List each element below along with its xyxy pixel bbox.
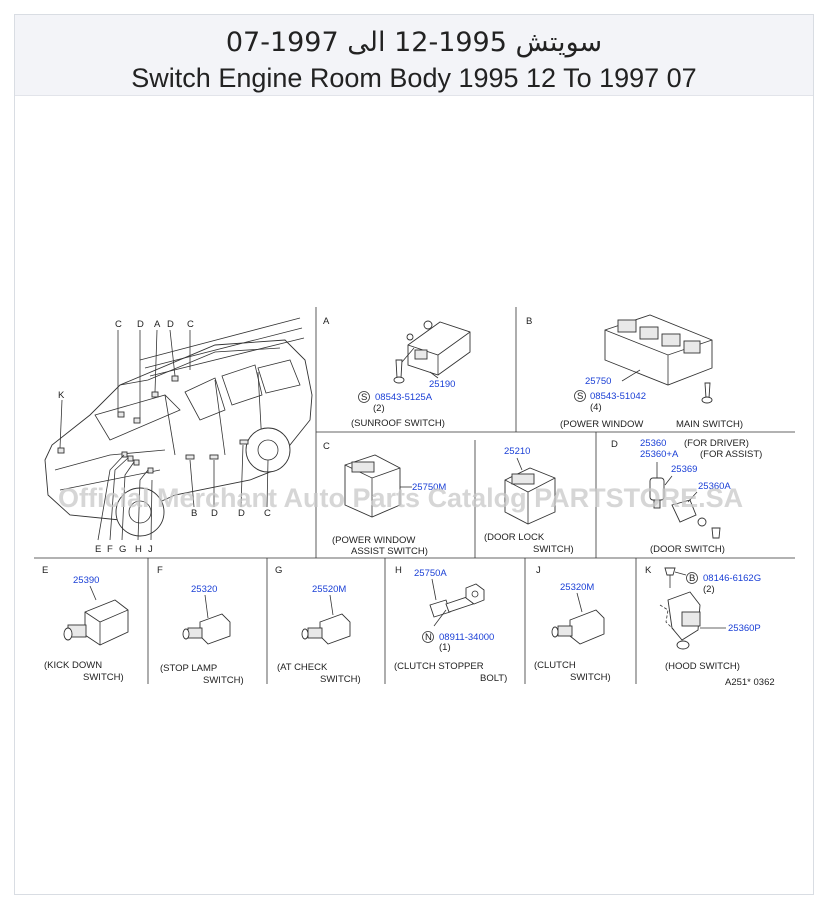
panel-a-qty: (2) (373, 403, 385, 414)
panel-h-qty: (1) (439, 642, 451, 653)
panel-e-kick-down-switch: E 25390 (KICK DOWN SWITCH) (42, 565, 129, 683)
panel-j-letter: J (536, 565, 541, 576)
panel-k-bolt-number[interactable]: 08146-6162G (703, 573, 761, 584)
car-label-bottom-4: H (135, 544, 142, 555)
panel-c-window-and-lock-switch: C 25750M (POWER WINDOW ASSIST SWITCH) 25… (323, 441, 574, 557)
car-label-top-5: C (187, 319, 194, 330)
title-arabic: سويتش 1995-12 الى 1997-07 (225, 27, 603, 58)
panel-d-part-number-3[interactable]: 25369 (671, 464, 697, 475)
vehicle-labels: C D A D C K E F G H J B D D C (58, 319, 271, 555)
panel-d-note-2: (FOR ASSIST) (700, 449, 762, 460)
panel-h-caption-2: BOLT) (480, 673, 507, 684)
car-label-top-4: D (167, 319, 174, 330)
car-label-right-4: C (264, 508, 271, 519)
panel-k-qty: (2) (703, 584, 715, 595)
panel-b-caption-1: (POWER WINDOW (560, 419, 643, 430)
panel-d-letter: D (611, 439, 618, 450)
panel-g-at-check-switch: G 25520M (AT CHECK SWITCH) (275, 565, 361, 685)
panel-b-qty: (4) (590, 402, 602, 413)
panel-g-letter: G (275, 565, 282, 576)
panel-d-part-number-4[interactable]: 25360A (698, 481, 731, 492)
panel-h-nut-number[interactable]: 08911-34000 (439, 632, 494, 643)
panel-d-note-1: (FOR DRIVER) (684, 438, 749, 449)
car-label-top-2: D (137, 319, 144, 330)
panel-c-part-number[interactable]: 25750M (412, 482, 446, 493)
panel-e-caption-1: (KICK DOWN (44, 660, 102, 671)
car-label-bottom-3: G (119, 544, 126, 555)
panel-b-screw-number[interactable]: 08543-51042 (590, 391, 646, 402)
panel-b-screw-mark: S (577, 391, 583, 402)
panel-a-caption: (SUNROOF SWITCH) (351, 418, 445, 429)
panel-g-caption-1: (AT CHECK (277, 662, 328, 673)
panel-j-part-number[interactable]: 25320M (560, 582, 594, 593)
panel-g-part-number[interactable]: 25520M (312, 584, 346, 595)
car-label-k: K (58, 390, 65, 401)
panel-f-caption-1: (STOP LAMP (160, 663, 217, 674)
panel-a-letter: A (323, 316, 330, 327)
panel-k-part-number[interactable]: 25360P (728, 623, 761, 634)
panel-g-caption-2: SWITCH) (320, 674, 361, 685)
panel-a-screw-number[interactable]: 08543-5125A (375, 392, 433, 403)
car-label-bottom-5: J (148, 544, 153, 555)
title-english: Switch Engine Room Body 1995 12 To 1997 … (131, 63, 697, 93)
panel-c-caption-2: ASSIST SWITCH) (351, 546, 428, 557)
panel-e-letter: E (42, 565, 48, 576)
panel-c-caption-1: (POWER WINDOW (332, 535, 415, 546)
panel-c-caption2-2: SWITCH) (533, 544, 574, 555)
car-label-top-1: C (115, 319, 122, 330)
car-label-right-3: D (238, 508, 245, 519)
panel-e-part-number[interactable]: 25390 (73, 575, 99, 586)
panel-dividers (34, 307, 795, 684)
panel-h-clutch-stopper-bolt: H 25750A N 08911-34000 (1) (CLUTCH STOPP… (394, 565, 507, 684)
panel-a-part-number[interactable]: 25190 (429, 379, 455, 390)
panel-a-sunroof-switch: A 25190 S 08543-5125A (2) (SUNROOF SWITC… (323, 316, 471, 429)
panel-h-caption-1: (CLUTCH STOPPER (394, 661, 484, 672)
panel-j-caption-1: (CLUTCH (534, 660, 576, 671)
panel-k-bolt-mark: B (689, 573, 695, 584)
panel-d-part-number-2[interactable]: 25360+A (640, 449, 679, 460)
panel-d-part-number-1[interactable]: 25360 (640, 438, 666, 449)
panel-k-letter: K (645, 565, 652, 576)
panel-b-part-number[interactable]: 25750 (585, 376, 611, 387)
panel-d-caption: (DOOR SWITCH) (650, 544, 725, 555)
car-label-top-3: A (154, 319, 161, 330)
panel-c-part-number-2[interactable]: 25210 (504, 446, 530, 457)
panel-j-clutch-switch: J 25320M (CLUTCH SWITCH) (534, 565, 611, 683)
panel-h-part-number[interactable]: 25750A (414, 568, 447, 579)
panel-b-caption-2: MAIN SWITCH) (676, 419, 743, 430)
panel-b-letter: B (526, 316, 532, 327)
watermark-text: Official Merchant Auto Parts Catalog PAR… (58, 483, 743, 513)
panel-f-letter: F (157, 565, 163, 576)
panel-b-power-window-main-switch: B 25750 S 08543-51042 (4) (POWER WINDOW … (526, 314, 743, 430)
car-label-right-1: B (191, 508, 197, 519)
panel-d-door-switch: D 25360 (FOR DRIVER) 25360+A (FOR ASSIST… (611, 438, 762, 555)
panel-f-stop-lamp-switch: F 25320 (STOP LAMP SWITCH) (157, 565, 244, 686)
panel-f-caption-2: SWITCH) (203, 675, 244, 686)
car-label-bottom-2: F (107, 544, 113, 555)
panel-c-letter: C (323, 441, 330, 452)
vehicle-illustration (44, 317, 313, 541)
panel-k-caption: (HOOD SWITCH) (665, 661, 740, 672)
panel-k-hood-switch: K B 08146-6162G (2) 25360P (HOOD SWITCH)… (645, 565, 775, 688)
panel-j-caption-2: SWITCH) (570, 672, 611, 683)
panel-h-letter: H (395, 565, 402, 576)
car-label-right-2: D (211, 508, 218, 519)
panel-f-part-number[interactable]: 25320 (191, 584, 217, 595)
diagram-reference: A251* 0362 (725, 677, 775, 688)
panel-c-caption2-1: (DOOR LOCK (484, 532, 545, 543)
page-header: سويتش 1995-12 الى 1997-07 Switch Engine … (15, 15, 813, 96)
panel-h-nut-mark: N (425, 632, 432, 643)
panel-a-screw-mark: S (361, 392, 367, 403)
car-label-bottom-1: E (95, 544, 101, 555)
panel-e-caption-2: SWITCH) (83, 672, 124, 683)
